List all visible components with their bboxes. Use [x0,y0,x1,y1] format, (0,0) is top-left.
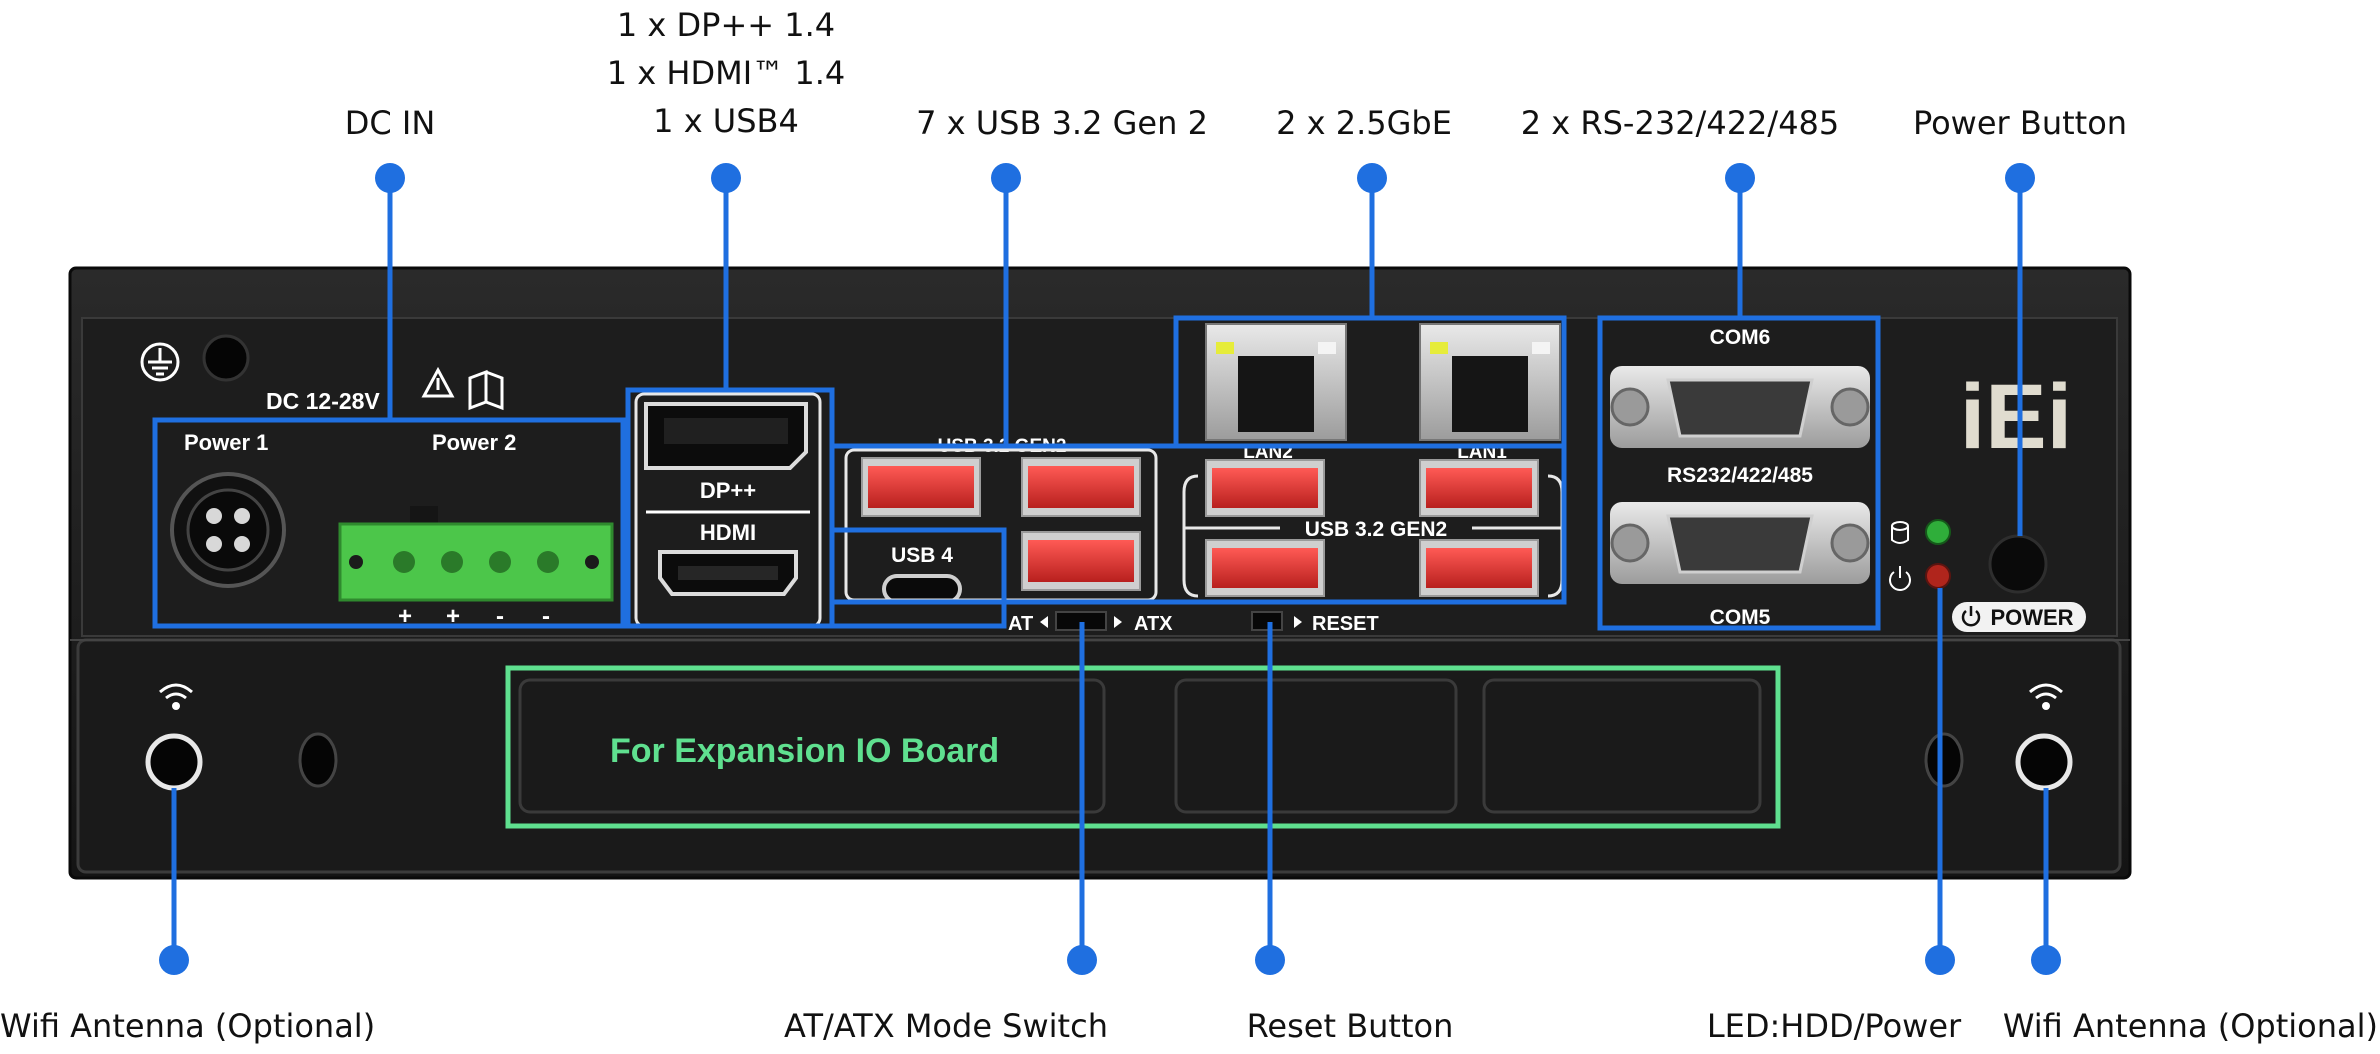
callout-at-atx: AT/ATX Mode Switch [784,1007,1108,1045]
expansion-cover-panels [518,678,1762,814]
com5-label: COM5 [1710,606,1771,629]
terminal-polarity-4: - [542,603,550,630]
lan2-port [1205,323,1347,441]
usb-port-4 [1205,459,1325,517]
hdmi-connector [658,550,798,596]
power1-din-connector [170,472,286,588]
expansion-io-frame [505,665,1781,829]
usb4-connector [882,574,962,604]
usb-port-1 [861,457,981,517]
terminal-polarity-2: + [446,603,460,630]
power-label-badge [1952,602,2086,632]
callout-led: LED:HDD/Power [1706,1007,1962,1045]
wifi-left-icon [159,683,193,710]
leader-dots [159,163,2061,975]
com6-label: COM6 [1710,326,1771,349]
hdd-led [1925,519,1951,545]
lan1-port [1419,323,1561,441]
atx-label: ATX [1134,613,1173,635]
callout-wifi-right: Wifi Antenna (Optional) [2002,1007,2378,1045]
usb-port-2 [1021,457,1141,517]
com6-connector [1610,366,1870,448]
wifi-right-icon [2029,683,2063,710]
terminal-polarity-1: + [398,603,412,630]
com5-connector [1610,502,1870,584]
usb-port-6 [1205,539,1325,597]
manual-icon [468,369,504,411]
at-label: AT [1008,613,1033,635]
warning-icon [421,366,455,398]
antenna-hole-right [2015,733,2073,791]
power1-label: Power 1 [184,430,268,455]
power-glyph-icon [1961,606,1981,627]
reset-label: RESET [1312,613,1379,635]
callout-display-line2: 1 x HDMI™ 1.4 [606,54,846,92]
usb4-label: USB 4 [891,544,953,567]
terminal-polarity-3: - [496,603,504,630]
chassis-slot-right [1924,732,1964,788]
power2-label: Power 2 [432,430,516,455]
ground-screw [202,334,250,382]
callout-wifi-left: Wifi Antenna (Optional) [0,1007,376,1045]
hdmi-label: HDMI [700,520,756,545]
com-mode-label: RS232/422/485 [1667,464,1813,487]
power-led [1925,563,1951,589]
usb-port-5 [1419,459,1539,517]
power-button[interactable] [1988,534,2048,594]
usb-port-7 [1419,539,1539,597]
callout-display-line1: 1 x DP++ 1.4 [616,6,836,44]
callout-display-line3: 1 x USB4 [653,102,799,140]
callout-power-button: Power Button [1912,104,2128,142]
ground-icon [140,342,180,382]
power2-terminal-block [338,506,614,602]
chassis-slot-left [298,732,338,788]
callout-com: 2 x RS-232/422/485 [1520,104,1840,142]
reset-button[interactable] [1251,611,1283,631]
expansion-io-label: For Expansion IO Board [610,732,999,770]
dp-label: DP++ [700,478,756,503]
iei-logo: iEi [1960,366,2072,468]
antenna-hole-left [145,733,203,791]
callout-usb32: 7 x USB 3.2 Gen 2 [916,104,1208,142]
power-led-icon [1889,566,1911,591]
hdd-icon [1891,521,1909,544]
displayport-connector [644,402,808,470]
power-label: POWER [1990,605,2073,630]
leader-lines [171,178,2049,960]
usb-gen2-right-label: USB 3.2 GEN2 [1305,518,1447,541]
callout-lan: 2 x 2.5GbE [1276,104,1452,142]
dc-voltage-label: DC 12-28V [266,388,380,414]
usb-port-3 [1021,531,1141,591]
callout-dc-in: DC IN [344,104,436,142]
callout-reset: Reset Button [1246,1007,1454,1045]
